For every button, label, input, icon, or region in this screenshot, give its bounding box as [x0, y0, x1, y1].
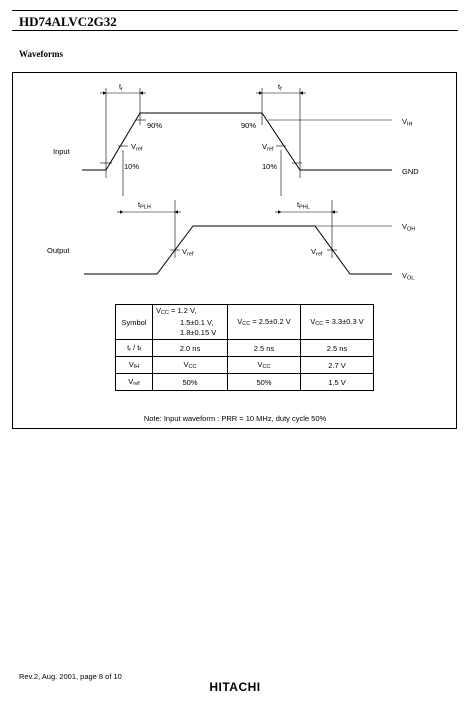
voh-label: VOH [402, 222, 415, 233]
input-waveform [82, 112, 392, 171]
row-value: 50% [227, 373, 301, 391]
section-title: Waveforms [19, 49, 63, 59]
row-value: 2.5 ns [300, 339, 374, 357]
timing-diagram: Input Output 90% 90% 10% 10% Vref Vref t… [47, 82, 419, 282]
vcc-low-header: VCC = 1.2 V, 1.5±0.1 V, 1.8±0.15 V [152, 304, 228, 340]
output-vref-left: Vref [182, 247, 194, 258]
input-label: Input [53, 147, 71, 156]
test-conditions-table: Symbol VCC = 1.2 V, 1.5±0.1 V, 1.8±0.15 … [115, 304, 374, 391]
vol-label: VOL [402, 271, 414, 282]
output-label: Output [47, 246, 70, 255]
tr-label: tr [119, 82, 123, 93]
vcc-high-header: VCC = 3.3±0.3 V [300, 304, 374, 340]
waveform-frame [12, 72, 457, 429]
input-vref-right: Vref [262, 142, 274, 153]
row-value: 50% [152, 373, 228, 391]
waveform-note: Note: Input waveform : PRR = 10 MHz, dut… [143, 414, 327, 423]
header-bottom-rule [12, 30, 458, 31]
output-vref-right: Vref [311, 247, 323, 258]
table-row: VIH VCC VCC 2.7 V [115, 356, 374, 374]
tplh-label: tPLH [138, 200, 151, 211]
input-90pct-left: 90% [147, 121, 162, 130]
input-vref-left: Vref [131, 142, 143, 153]
vih-label: VIH [402, 117, 413, 128]
row-symbol: Vref [115, 373, 153, 391]
header-top-rule [12, 10, 458, 11]
row-symbol: tr / tf [115, 339, 153, 357]
symbol-header: Symbol [115, 304, 153, 340]
row-value: 2.5 ns [227, 339, 301, 357]
row-value: 2.0 ns [152, 339, 228, 357]
brand-logo: HITACHI [209, 680, 261, 694]
table-header-row: Symbol VCC = 1.2 V, 1.5±0.1 V, 1.8±0.15 … [115, 304, 374, 340]
row-value: 1.5 V [300, 373, 374, 391]
table-row: tr / tf 2.0 ns 2.5 ns 2.5 ns [115, 339, 374, 357]
output-waveform [84, 225, 392, 275]
document-title: HD74ALVC2G32 [19, 14, 117, 29]
tphl-label: tPHL [297, 200, 310, 211]
row-value: VCC [152, 356, 228, 374]
table-row: Vref 50% 50% 1.5 V [115, 373, 374, 391]
input-10pct-left: 10% [124, 162, 139, 171]
input-90pct-right: 90% [241, 121, 256, 130]
row-value: 2.7 V [300, 356, 374, 374]
gnd-label: GND [402, 167, 419, 176]
input-10pct-right: 10% [262, 162, 277, 171]
row-symbol: VIH [115, 356, 153, 374]
footer-revision: Rev.2, Aug. 2001, page 8 of 10 [19, 672, 122, 681]
row-value: VCC [227, 356, 301, 374]
vcc-mid-header: VCC = 2.5±0.2 V [227, 304, 301, 340]
tf-label: tf [278, 82, 282, 93]
